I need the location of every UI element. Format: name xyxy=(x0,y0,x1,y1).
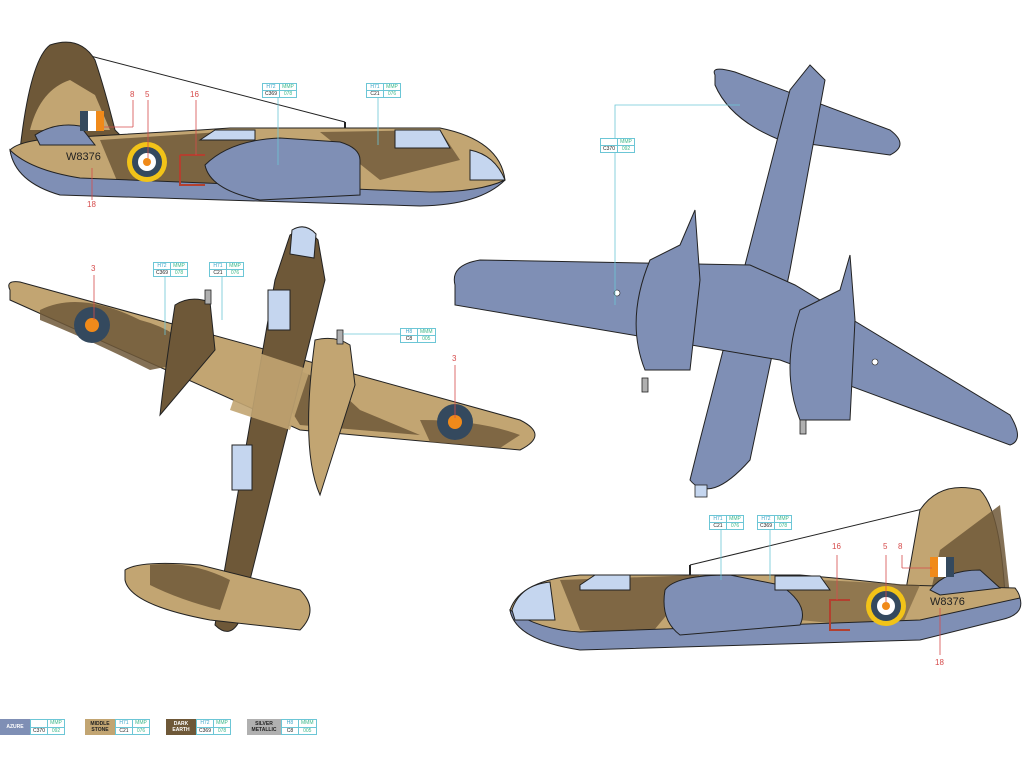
aircraft-side-profile-right xyxy=(509,487,1022,655)
marker-3: 3 xyxy=(452,354,457,363)
aircraft-side-profile-left xyxy=(9,41,506,207)
marker-5: 5 xyxy=(145,90,150,99)
marker-16: 16 xyxy=(832,542,841,551)
aircraft-top-view xyxy=(8,226,536,632)
aircraft-underside-view xyxy=(453,64,1018,498)
marker-5: 5 xyxy=(883,542,888,551)
marker-8: 8 xyxy=(898,542,903,551)
marker-8: 8 xyxy=(130,90,135,99)
marker-18: 18 xyxy=(935,658,944,667)
marker-16: 16 xyxy=(190,90,199,99)
serial-number: W8376 xyxy=(66,151,101,163)
marker-18: 18 xyxy=(87,200,96,209)
color-swatch: AZURE xyxy=(0,719,30,735)
serial-number: W8376 xyxy=(930,596,965,608)
marker-3: 3 xyxy=(91,264,96,273)
